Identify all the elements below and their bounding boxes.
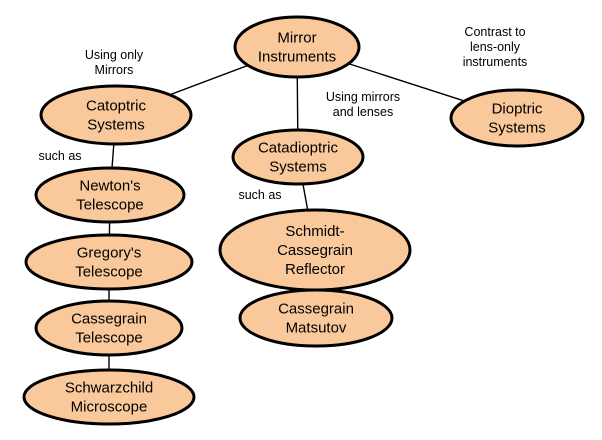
node-catadioptric-shape (231, 128, 365, 186)
connector-label-catadioptric-schmidt: such as (238, 188, 281, 202)
node-newton-shape (34, 166, 186, 224)
connector-label-catoptric-newton: such as (38, 149, 81, 163)
node-mirror-shape (233, 15, 361, 79)
node-catoptric-shape (39, 84, 193, 146)
node-dioptric-shape (449, 88, 585, 148)
node-cassegrain-shape (34, 299, 184, 357)
node-schwarzschild-shape (22, 368, 196, 426)
node-matsutov-shape (238, 288, 394, 348)
node-gregory-shape (24, 233, 194, 291)
